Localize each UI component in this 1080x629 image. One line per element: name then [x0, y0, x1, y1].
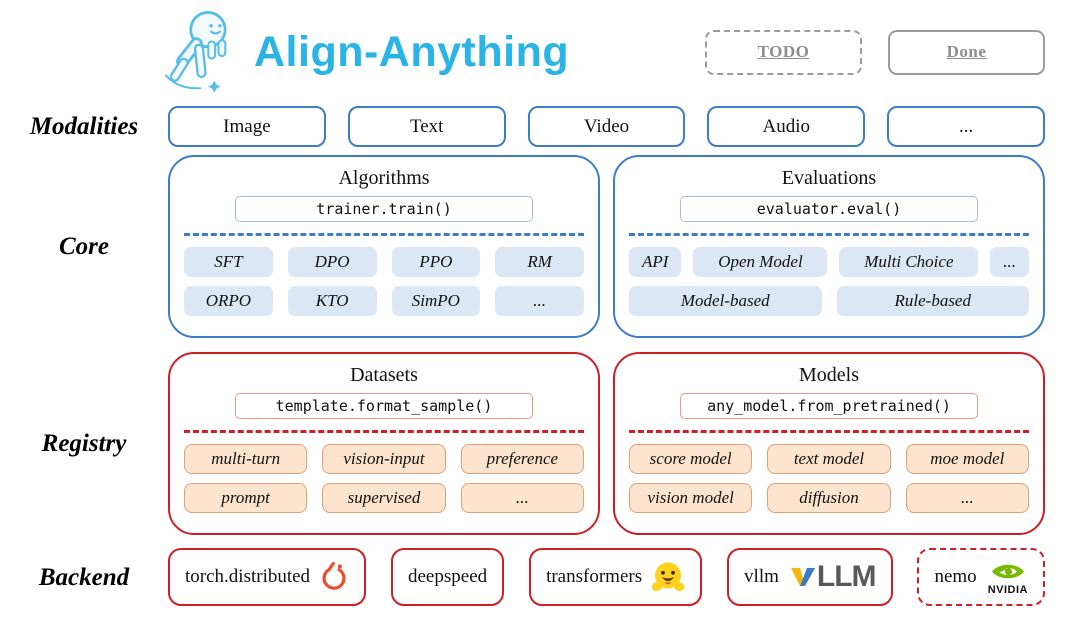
chip: ...	[905, 483, 1029, 513]
chip: KTO	[287, 286, 377, 316]
chip: diffusion	[767, 483, 891, 513]
vllm-icon: LLM	[790, 560, 877, 593]
chip-row: prompt supervised...	[184, 483, 584, 513]
backend-item-transformers: transformers	[529, 548, 703, 606]
backend-item-vllm: vllm LLM	[727, 548, 893, 606]
chip: supervised	[322, 483, 446, 513]
huggingface-icon	[651, 560, 685, 594]
vllm-logo-text: LLM	[816, 560, 877, 593]
legend-done: Done	[888, 29, 1045, 75]
chip: Open Model	[693, 247, 828, 277]
code-snippet: any_model.from_pretrained()	[680, 393, 978, 419]
chip: ...	[990, 247, 1029, 277]
mascot-jumping-icon	[160, 8, 238, 97]
chip: Rule-based	[836, 286, 1029, 316]
algorithms-panel: Algorithms trainer.train() SFT DPO PPO RM OR…	[168, 155, 600, 338]
chip-row: score model text model moe model	[629, 444, 1029, 474]
code-snippet: template.format_sample()	[235, 393, 533, 419]
panel-title: Models	[799, 364, 859, 386]
modalities-items: Image Text Video Audio...	[168, 106, 1080, 147]
legend-todo: TODO	[705, 29, 862, 75]
modality-item: Video	[527, 106, 686, 147]
models-panel: Models any_model.from_pretrained() score…	[613, 352, 1045, 535]
chip-row: SFT DPO PPO RM	[184, 247, 584, 277]
chip: ORPO	[184, 286, 273, 316]
chip-row: ORPO KTO SimPO...	[184, 286, 584, 316]
chip: prompt	[184, 483, 308, 513]
dashed-separator	[629, 430, 1029, 433]
modalities-row: Modalities Image Text Video Audio...	[0, 106, 1080, 147]
chip-rows: API Open Model Multi Choice... Model-based R…	[615, 238, 1043, 316]
header: Align-Anything TODO Done	[0, 0, 1080, 100]
chip: SimPO	[391, 286, 481, 316]
chip: Multi Choice	[839, 247, 979, 277]
modalities-row-label: Modalities	[29, 112, 139, 140]
chip: multi-turn	[184, 444, 308, 474]
registry-row: Registry Datasets template.format_sample…	[0, 352, 1080, 535]
core-row: Core Algorithms trainer.train() SFT DPO PP…	[0, 155, 1080, 338]
code-snippet: evaluator.eval()	[680, 196, 978, 222]
chip: PPO	[391, 247, 481, 277]
chip: preference	[460, 444, 584, 474]
backend-item-label: transformers	[546, 566, 643, 587]
modality-item: Text	[347, 106, 506, 147]
registry-row-label: Registry	[41, 429, 127, 457]
chip-row: vision model diffusion...	[629, 483, 1029, 513]
chip: DPO	[287, 247, 377, 277]
chip: text model	[767, 444, 891, 474]
pytorch-icon	[319, 561, 349, 593]
chip-row: API Open Model Multi Choice...	[629, 247, 1029, 277]
legend: TODO Done	[705, 29, 1045, 75]
nvidia-logo-text: NVIDIA	[987, 583, 1028, 596]
chip: vision model	[629, 483, 753, 513]
chip-row: multi-turn vision-input preference	[184, 444, 584, 474]
backend-item-torch-distributed: torch.distributed	[168, 548, 367, 606]
dashed-separator	[629, 233, 1029, 236]
chip-rows: SFT DPO PPO RM ORPO KTO SimPO...	[170, 238, 598, 316]
datasets-panel: Datasets template.format_sample() multi-…	[168, 352, 600, 535]
chip: moe model	[905, 444, 1029, 474]
backend-row: Backend torch.distributed deepspeed transf…	[0, 548, 1080, 608]
legend-todo-label: TODO	[757, 42, 810, 61]
chip: ...	[460, 483, 584, 513]
modality-item: Image	[168, 106, 326, 147]
chip: API	[629, 247, 682, 277]
nvidia-icon: NVIDIA	[988, 559, 1028, 596]
chip-rows: multi-turn vision-input preference prompt su…	[170, 435, 598, 513]
dashed-separator	[184, 233, 584, 236]
backend-item-deepspeed: deepspeed	[391, 548, 505, 606]
chip: ...	[495, 286, 584, 316]
backend-item-label: vllm	[744, 566, 779, 587]
chip-rows: score model text model moe model vision mod…	[615, 435, 1043, 513]
code-snippet: trainer.train()	[235, 196, 533, 222]
backend-item-label: deepspeed	[408, 566, 488, 587]
page-title: Align-Anything	[254, 27, 570, 76]
chip: Model-based	[629, 286, 822, 316]
dashed-separator	[184, 430, 584, 433]
panel-title: Evaluations	[781, 167, 877, 189]
chip: score model	[629, 444, 753, 474]
backend-row-label: Backend	[38, 564, 130, 591]
modality-item: ...	[887, 106, 1045, 147]
chip: vision-input	[322, 444, 446, 474]
backend-item-label: torch.distributed	[185, 566, 311, 587]
core-row-label: Core	[59, 232, 109, 260]
chip-row: Model-based Rule-based	[629, 286, 1029, 316]
legend-done-label: Done	[946, 42, 987, 61]
evaluations-panel: Evaluations evaluator.eval() API Open Mod…	[613, 155, 1045, 338]
modality-item: Audio	[707, 106, 866, 147]
chip: RM	[495, 247, 584, 277]
panel-title: Datasets	[350, 364, 418, 386]
backend-items: torch.distributed deepspeed transformers vl…	[168, 548, 1080, 608]
panel-title: Algorithms	[338, 167, 430, 189]
chip: SFT	[184, 247, 273, 277]
backend-item-label: nemo	[934, 566, 977, 587]
